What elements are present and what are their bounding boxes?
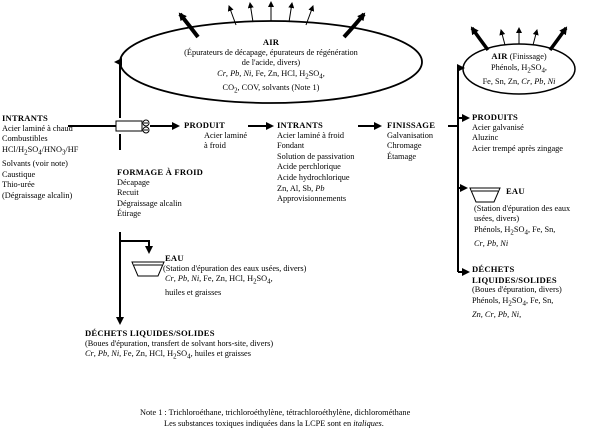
cold-forming-line: Recuit bbox=[117, 188, 139, 198]
finishing-line: Galvanisation bbox=[387, 130, 434, 140]
air-main-input-arrow bbox=[110, 62, 120, 118]
waste-right-line: Phénols, H2SO4, Fe, Sn, bbox=[472, 295, 554, 308]
finishing-line: Étamage bbox=[387, 151, 417, 161]
water-mid-block: EAU (Station d'épuration des eaux usées,… bbox=[163, 253, 307, 299]
cold-forming-title: FORMAGE À FROID bbox=[117, 167, 204, 177]
water-right-line: usées, divers) bbox=[474, 214, 520, 224]
water-right-line: (Station d'épuration des eaux bbox=[474, 203, 571, 213]
water-right-title: EAU bbox=[506, 186, 525, 196]
cold-forming-block: FORMAGE À FROID Décapage Recuit Dégraiss… bbox=[117, 167, 203, 220]
inputs-left-block: INTRANTS Acier laminé à chaud Combustibl… bbox=[2, 113, 78, 201]
inputs-left-line: Combustibles bbox=[2, 134, 48, 144]
product-mid-line: à froid bbox=[204, 141, 226, 151]
inputs-mid-line: Acier laminé à froid bbox=[277, 130, 345, 140]
inputs-mid-block: INTRANTS Acier laminé à froid Fondant So… bbox=[277, 120, 354, 205]
water-right-line: Phénols, H2SO4, Fe, Sn, bbox=[474, 224, 556, 237]
water-tank-mid-icon bbox=[131, 261, 165, 277]
waste-right-title: DÉCHETS bbox=[472, 264, 515, 274]
air-main-line: (Épurateurs de décapage, épurateurs de r… bbox=[184, 47, 358, 57]
inputs-mid-line: Acide hydrochlorique bbox=[277, 172, 350, 182]
note-line-1: Note 1 : Trichloroéthane, trichloroéthyl… bbox=[140, 408, 411, 417]
water-mid-title: EAU bbox=[165, 253, 184, 263]
air-finishing-emission-arrows bbox=[470, 26, 568, 52]
waste-bottom-line: (Boues d'épuration, transfert de solvant… bbox=[85, 338, 274, 348]
products-right-block: PRODUITS Acier galvanisé Aluzinc Acier t… bbox=[472, 112, 563, 154]
air-finishing-line: Fe, Sn, Zn, Cr, Pb, Ni bbox=[482, 76, 556, 86]
product-mid-block: PRODUIT Acier laminé à froid bbox=[184, 120, 247, 152]
inputs-left-line: Caustique bbox=[2, 169, 36, 179]
water-mid-line: huiles et graisses bbox=[165, 288, 222, 298]
products-right-line: Aluzinc bbox=[472, 133, 499, 143]
inputs-mid-line: Acide perchlorique bbox=[277, 162, 341, 172]
inputs-mid-line: Zn, Al, Sb, Pb bbox=[277, 183, 325, 193]
inputs-left-line: Acier laminé à chaud bbox=[2, 123, 73, 133]
products-right-line: Acier trempé après zingage bbox=[472, 143, 563, 153]
products-right-line: Acier galvanisé bbox=[472, 122, 524, 132]
air-finishing-subtitle: (Finissage) bbox=[507, 52, 547, 61]
products-right-title: PRODUITS bbox=[472, 112, 519, 122]
waste-bottom-block: DÉCHETS LIQUIDES/SOLIDES (Boues d'épurat… bbox=[85, 328, 273, 363]
air-main-block: AIR (Épurateurs de décapage, épurateurs … bbox=[140, 37, 402, 97]
air-main-line: Cr, Pb, Ni, Fe, Zn, HCl, H2SO4, bbox=[217, 68, 325, 81]
water-right-line: Cr, Pb, Ni bbox=[474, 239, 509, 249]
waste-bottom-title: DÉCHETS LIQUIDES/SOLIDES bbox=[85, 328, 215, 338]
finishing-block: FINISSAGE Galvanisation Chromage Étamage bbox=[387, 120, 435, 162]
finishing-title: FINISSAGE bbox=[387, 120, 436, 130]
air-main-title: AIR bbox=[262, 37, 280, 47]
waste-right-title: LIQUIDES/SOLIDES bbox=[472, 274, 557, 285]
cold-forming-line: Décapage bbox=[117, 177, 150, 187]
air-main-emission-arrows bbox=[178, 1, 366, 39]
product-mid-title: PRODUIT bbox=[184, 120, 226, 130]
air-finishing-block: AIR (Finissage) Phénols, H2SO4, Fe, Sn, … bbox=[474, 51, 564, 87]
cold-forming-line: Dégraissage alcalin bbox=[117, 198, 182, 208]
product-mid-line: Acier laminé bbox=[204, 130, 248, 140]
note-line-2: Les substances toxiques indiquées dans l… bbox=[164, 418, 384, 428]
air-finishing-line: Phénols, H2SO4, bbox=[490, 62, 547, 75]
inputs-left-line: Thio-urée bbox=[2, 180, 35, 190]
inputs-left-line: HCl/H2SO4/HNO3/HF bbox=[2, 144, 79, 157]
waste-right-line: Zn, Cr, Pb, Ni, bbox=[472, 310, 522, 320]
water-mid-line: Cr, Pb, Ni, Fe, Zn, HCl, H2SO4, bbox=[165, 274, 273, 286]
waste-right-block: DÉCHETS LIQUIDES/SOLIDES (Boues d'épurat… bbox=[472, 264, 562, 321]
water-right-block: EAU (Station d'épuration des eaux usées,… bbox=[474, 186, 570, 250]
inputs-mid-line: Fondant bbox=[277, 141, 305, 151]
inputs-left-line: Solvants (voir note) bbox=[2, 159, 68, 169]
air-main-line: CO2, COV, solvants (Note 1) bbox=[222, 83, 320, 95]
air-finishing-title: AIR bbox=[491, 51, 508, 61]
feed-to-air-main bbox=[112, 62, 120, 120]
waste-right-line: (Boues d'épuration, divers) bbox=[472, 285, 562, 295]
cold-forming-line: Étirage bbox=[117, 209, 141, 219]
note-block: Note 1 : Trichloroéthane, trichloroéthyl… bbox=[140, 408, 410, 429]
water-tank-right-icon bbox=[469, 187, 501, 203]
waste-bottom-line: Cr, Pb, Ni, Fe, Zn, HCl, H2SO4, huiles e… bbox=[85, 349, 251, 361]
finishing-line: Chromage bbox=[387, 141, 422, 151]
inputs-mid-title: INTRANTS bbox=[277, 120, 324, 130]
flow-forming-to-water bbox=[119, 232, 153, 254]
inputs-left-line: (Dégraissage alcalin) bbox=[2, 190, 73, 200]
inputs-left-title: INTRANTS bbox=[2, 113, 49, 123]
inputs-mid-line: Approvisionnements bbox=[277, 194, 347, 204]
air-main-line: de l'acide, divers) bbox=[241, 58, 301, 68]
inputs-mid-line: Solution de passivation bbox=[277, 151, 355, 161]
water-mid-line: (Station d'épuration des eaux usées, div… bbox=[163, 263, 307, 273]
rolling-mill-symbol bbox=[115, 119, 150, 134]
